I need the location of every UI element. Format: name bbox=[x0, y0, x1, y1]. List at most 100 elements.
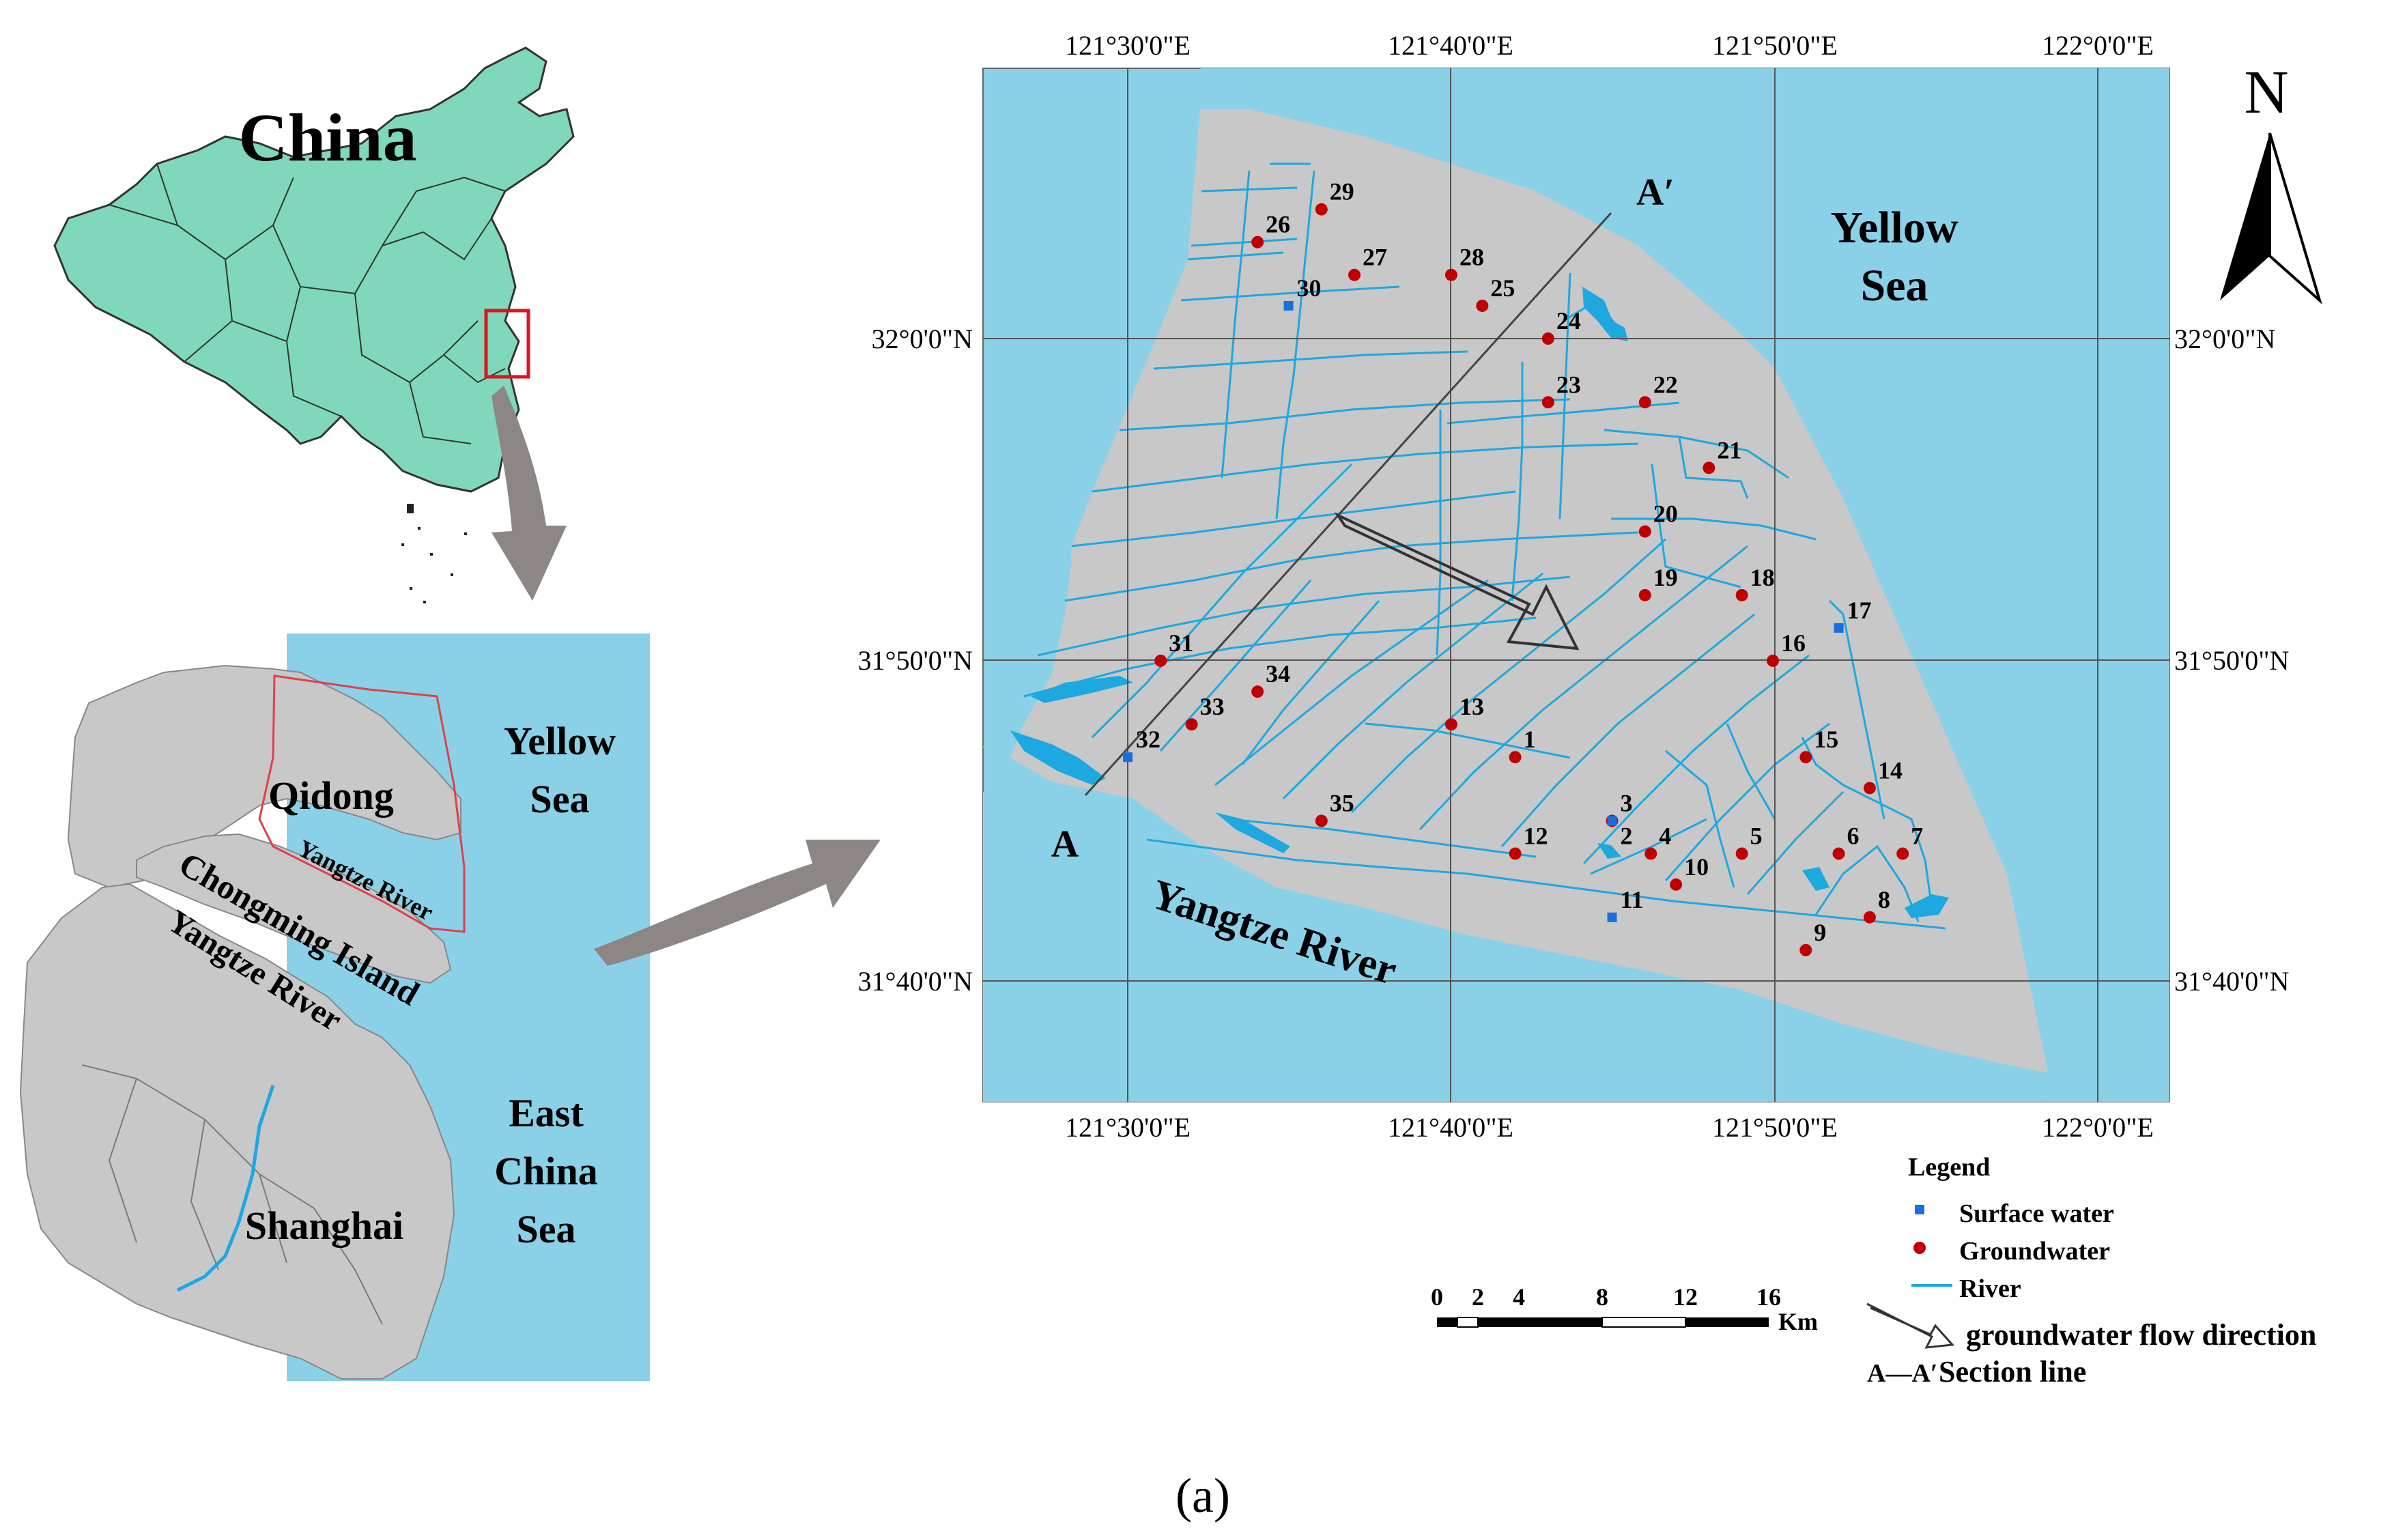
groundwater-station-marker bbox=[1509, 847, 1522, 860]
groundwater-station-marker bbox=[1638, 525, 1651, 538]
station-label: 27 bbox=[1363, 244, 1387, 271]
groundwater-station-marker bbox=[1541, 332, 1554, 345]
label-east-china-sea-line3: Sea bbox=[517, 1207, 576, 1251]
station-label: 23 bbox=[1556, 371, 1581, 398]
graticule bbox=[983, 68, 2169, 1102]
study-area-map: A A′ Yellow Sea Yangtze River 121°30'0"E… bbox=[858, 30, 2290, 1143]
figure-caption: (a) bbox=[1176, 1468, 1230, 1523]
lat-label-left-3: 31°40'0"N bbox=[858, 966, 973, 997]
station-label: 25 bbox=[1490, 274, 1515, 302]
station-label: 8 bbox=[1878, 886, 1890, 913]
water-bodies bbox=[1010, 287, 1949, 918]
groundwater-station-marker bbox=[1315, 814, 1328, 827]
groundwater-station-marker bbox=[1185, 718, 1198, 731]
station-label: 1 bbox=[1524, 726, 1536, 753]
station-label: 19 bbox=[1653, 564, 1678, 591]
legend-flow-arrow-symbol bbox=[1866, 1302, 1955, 1349]
lat-label-left-1: 32°0'0"N bbox=[872, 324, 973, 354]
qidong-study-area-outline bbox=[258, 674, 466, 933]
groundwater-station-marker bbox=[1251, 236, 1264, 248]
legend-flow-direction-label: groundwater flow direction bbox=[1966, 1318, 2316, 1352]
station-label: 14 bbox=[1878, 756, 1903, 784]
station-label: 20 bbox=[1653, 500, 1678, 528]
label-yellow-sea-overview: Yellow bbox=[504, 719, 616, 763]
inland-river bbox=[176, 1085, 275, 1292]
station-label: 16 bbox=[1781, 629, 1806, 657]
scale-seg-4 bbox=[1519, 1317, 1602, 1327]
groundwater-station-marker bbox=[1703, 461, 1715, 474]
groundwater-station-marker bbox=[1444, 268, 1457, 281]
station-label: 30 bbox=[1297, 274, 1322, 302]
north-arrow-right-half bbox=[2268, 132, 2322, 305]
scale-tick-8: 8 bbox=[1596, 1283, 1608, 1311]
northern-bank-land bbox=[67, 664, 461, 889]
label-yellow-sea-overview-line2: Sea bbox=[530, 777, 590, 821]
groundwater-station-marker bbox=[1863, 911, 1876, 924]
station-label: 13 bbox=[1459, 693, 1484, 720]
station-label: 29 bbox=[1330, 178, 1354, 205]
legend-title: Legend bbox=[1908, 1153, 1990, 1182]
china-landmass bbox=[53, 46, 575, 493]
surface-water-station-marker bbox=[1834, 623, 1844, 633]
regional-inset-map: Yellow Sea Qidong Yangtze River Chongmin… bbox=[19, 633, 881, 1381]
north-arrow-left-half bbox=[2220, 133, 2270, 300]
china-overview-map: China bbox=[53, 46, 575, 603]
station-label: 18 bbox=[1750, 564, 1775, 591]
legend: Legend Surface water Groundwater River g… bbox=[1866, 1153, 2316, 1388]
legend-surface-water-symbol bbox=[1915, 1205, 1924, 1214]
lake-east bbox=[1802, 867, 1829, 891]
surface-water-station-marker bbox=[1607, 816, 1617, 826]
groundwater-station-marker bbox=[1444, 718, 1457, 731]
surface-water-station-marker bbox=[1123, 752, 1133, 762]
station-label: 12 bbox=[1524, 823, 1548, 850]
groundwater-station-marker bbox=[1767, 654, 1780, 667]
lake-south bbox=[1215, 812, 1290, 853]
surface-water-station-marker bbox=[1283, 300, 1294, 311]
district-boundaries bbox=[81, 1064, 383, 1325]
lon-label-top-2: 121°40'0"E bbox=[1388, 30, 1513, 61]
china-islands bbox=[401, 504, 467, 603]
lat-label-right-3: 31°40'0"N bbox=[2174, 966, 2289, 997]
legend-groundwater-label: Groundwater bbox=[1959, 1237, 2110, 1266]
scale-tick-16: 16 bbox=[1756, 1283, 1781, 1311]
station-label: 32 bbox=[1136, 726, 1160, 753]
chongming-island bbox=[136, 833, 452, 984]
station-label: 15 bbox=[1814, 726, 1838, 753]
station-label: 33 bbox=[1200, 693, 1225, 720]
label-east-china-sea-line2: China bbox=[494, 1149, 598, 1193]
groundwater-station-marker bbox=[1896, 847, 1909, 860]
station-label: 31 bbox=[1169, 629, 1193, 657]
scale-seg-6 bbox=[1685, 1317, 1769, 1327]
scale-seg-2 bbox=[1457, 1317, 1479, 1328]
groundwater-station-marker bbox=[1251, 685, 1264, 698]
lake-southwest-1 bbox=[1031, 676, 1133, 703]
groundwater-station-marker bbox=[1670, 878, 1683, 891]
groundwater-station-marker bbox=[1315, 203, 1328, 216]
lon-label-top-3: 121°50'0"E bbox=[1712, 30, 1838, 61]
lake-center bbox=[1597, 843, 1621, 859]
label-qidong: Qidong bbox=[268, 773, 394, 818]
province-borders bbox=[109, 163, 506, 444]
station-label: 21 bbox=[1717, 436, 1741, 464]
label-section-a-prime: A′ bbox=[1636, 171, 1675, 214]
station-label: 2 bbox=[1621, 823, 1633, 850]
station-label: 9 bbox=[1814, 919, 1826, 946]
station-label: 35 bbox=[1330, 790, 1354, 817]
groundwater-station-marker bbox=[1154, 654, 1167, 667]
groundwater-station-marker bbox=[1863, 782, 1876, 795]
west-bay bbox=[983, 560, 1072, 751]
scale-tick-2: 2 bbox=[1472, 1283, 1484, 1311]
groundwater-station-marker bbox=[1735, 847, 1748, 860]
legend-river-label: River bbox=[1959, 1274, 2021, 1303]
lake-southeast bbox=[1905, 894, 1949, 918]
groundwater-station-marker bbox=[1832, 847, 1845, 860]
lon-label-bottom-4: 122°0'0"E bbox=[2042, 1112, 2154, 1143]
groundwater-station-marker bbox=[1638, 396, 1651, 409]
label-yellow-sea-main: Yellow bbox=[1831, 203, 1959, 253]
lat-label-right-1: 32°0'0"N bbox=[2174, 324, 2275, 354]
scale-tick-0: 0 bbox=[1431, 1283, 1443, 1311]
groundwater-station-marker bbox=[1735, 588, 1748, 601]
lat-label-right-2: 31°50'0"N bbox=[2174, 645, 2289, 676]
